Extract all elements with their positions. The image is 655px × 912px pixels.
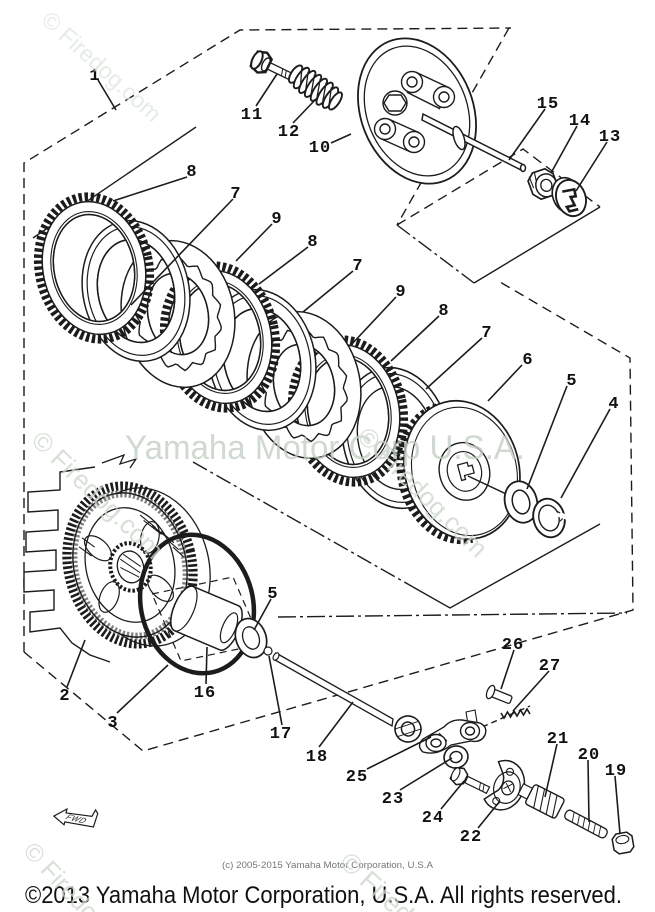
svg-text:26: 26 <box>502 636 524 655</box>
svg-text:5: 5 <box>267 585 278 604</box>
svg-text:18: 18 <box>306 748 328 767</box>
svg-text:15: 15 <box>537 95 559 114</box>
svg-text:22: 22 <box>460 828 482 847</box>
svg-text:7: 7 <box>481 324 492 343</box>
svg-text:6: 6 <box>522 351 533 370</box>
svg-text:2: 2 <box>59 687 70 706</box>
svg-text:©2013 Yamaha Motor Corporation: ©2013 Yamaha Motor Corporation, U.S.A. A… <box>25 882 622 909</box>
svg-text:4: 4 <box>608 395 619 414</box>
svg-text:20: 20 <box>578 746 600 765</box>
svg-text:© Firedog.com: © Firedog.com <box>37 6 167 126</box>
svg-text:16: 16 <box>194 684 216 703</box>
svg-text:11: 11 <box>241 106 263 125</box>
svg-text:13: 13 <box>599 128 621 147</box>
svg-text:7: 7 <box>352 257 363 276</box>
svg-text:3: 3 <box>107 714 118 733</box>
svg-text:8: 8 <box>438 302 449 321</box>
svg-text:8: 8 <box>186 163 197 182</box>
svg-text:8: 8 <box>307 233 318 252</box>
svg-text:27: 27 <box>539 657 561 676</box>
svg-text:25: 25 <box>346 768 368 787</box>
svg-text:21: 21 <box>547 730 569 749</box>
svg-text:24: 24 <box>422 809 444 828</box>
svg-text:5: 5 <box>566 372 577 391</box>
svg-text:23: 23 <box>382 790 404 809</box>
svg-text:10: 10 <box>309 139 331 158</box>
svg-text:7: 7 <box>230 185 241 204</box>
svg-text:9: 9 <box>395 283 406 302</box>
svg-text:FWD: FWD <box>63 813 90 825</box>
svg-text:17: 17 <box>270 725 292 744</box>
svg-text:14: 14 <box>569 112 591 131</box>
svg-text:(c) 2005-2015 Yamaha Motor Cor: (c) 2005-2015 Yamaha Motor Corporation, … <box>222 860 434 871</box>
svg-text:1: 1 <box>89 67 100 86</box>
svg-text:Yamaha Motor Corp U.S.A.: Yamaha Motor Corp U.S.A. <box>125 429 525 467</box>
svg-text:9: 9 <box>271 210 282 229</box>
svg-text:12: 12 <box>278 123 300 142</box>
svg-text:19: 19 <box>605 762 627 781</box>
